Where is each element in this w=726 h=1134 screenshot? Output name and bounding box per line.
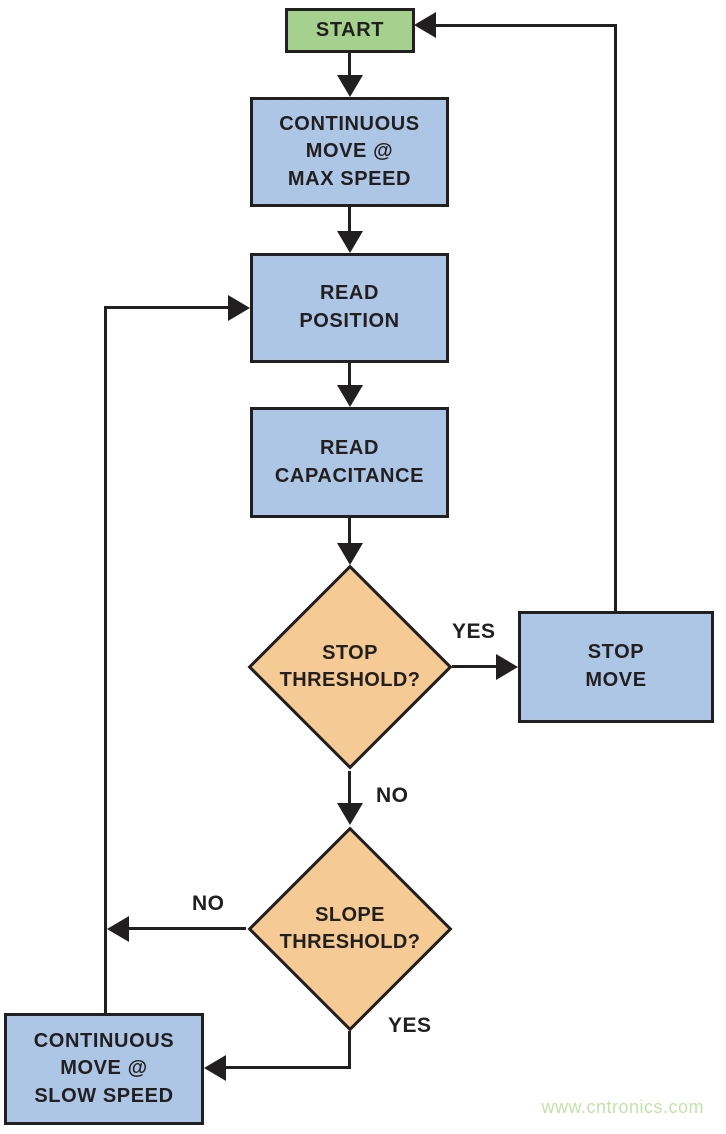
node-slope-threshold-label: SLOPE THRESHOLD? bbox=[279, 904, 421, 953]
arrowhead-into-stop-threshold bbox=[337, 543, 363, 565]
arrowhead-into-read-capacitance bbox=[337, 385, 363, 407]
node-continuous-move-max-speed: CONTINUOUS MOVE @ MAX SPEED bbox=[250, 97, 449, 207]
arrowhead-into-start bbox=[414, 12, 436, 38]
connector-stop-threshold-no-to-slope-threshold bbox=[348, 771, 351, 806]
connector-slow-speed-up-rail bbox=[104, 306, 107, 1013]
edge-label-stop-threshold-yes: YES bbox=[452, 620, 496, 643]
node-read-position-label: READ POSITION bbox=[299, 282, 400, 332]
connector-slope-threshold-no-horizontal bbox=[127, 927, 246, 930]
node-read-position: READ POSITION bbox=[250, 253, 449, 363]
node-continuous-move-slow-speed-label: CONTINUOUS MOVE @ SLOW SPEED bbox=[33, 1029, 175, 1107]
arrowhead-into-slope-threshold bbox=[337, 803, 363, 825]
node-continuous-move-max-speed-label: CONTINUOUS MOVE @ MAX SPEED bbox=[279, 112, 420, 190]
connector-stop-move-to-start-horizontal bbox=[434, 24, 617, 27]
edge-label-stop-threshold-no: NO bbox=[376, 784, 409, 807]
connector-stop-move-up-rail bbox=[614, 24, 617, 611]
edge-label-slope-threshold-yes: YES bbox=[388, 1014, 432, 1037]
connector-stop-threshold-yes-to-stop-move bbox=[452, 665, 498, 668]
arrowhead-into-read-position bbox=[337, 231, 363, 253]
node-stop-threshold-label: STOP THRESHOLD? bbox=[279, 642, 421, 691]
edge-label-slope-threshold-no: NO bbox=[192, 892, 225, 915]
arrowhead-into-read-position-left bbox=[228, 295, 250, 321]
connector-max-speed-to-read-position bbox=[348, 206, 351, 234]
arrowhead-into-stop-move bbox=[496, 654, 518, 680]
node-stop-threshold: STOP THRESHOLD? bbox=[246, 563, 454, 771]
connector-read-capacitance-to-stop-threshold bbox=[348, 518, 351, 546]
connector-slope-threshold-yes-vertical bbox=[348, 1031, 351, 1069]
connector-slope-threshold-yes-horizontal bbox=[224, 1066, 351, 1069]
connector-start-to-max-speed bbox=[348, 52, 351, 78]
arrowhead-into-max-speed bbox=[337, 75, 363, 97]
node-stop-move: STOP MOVE bbox=[518, 611, 714, 723]
node-slope-threshold: SLOPE THRESHOLD? bbox=[246, 825, 454, 1033]
node-read-capacitance: READ CAPACITANCE bbox=[250, 407, 449, 518]
node-stop-move-label: STOP MOVE bbox=[585, 641, 647, 691]
node-read-capacitance-label: READ CAPACITANCE bbox=[274, 436, 425, 487]
arrowhead-into-slow-speed bbox=[204, 1055, 226, 1081]
connector-left-rail-to-read-position bbox=[104, 306, 230, 309]
watermark: www.cntronics.com bbox=[541, 1097, 704, 1117]
node-start-label: START bbox=[315, 18, 385, 41]
arrowhead-into-left-rail bbox=[107, 916, 129, 942]
node-start: START bbox=[285, 8, 415, 53]
connector-read-position-to-read-capacitance bbox=[348, 363, 351, 388]
node-continuous-move-slow-speed: CONTINUOUS MOVE @ SLOW SPEED bbox=[4, 1013, 204, 1125]
